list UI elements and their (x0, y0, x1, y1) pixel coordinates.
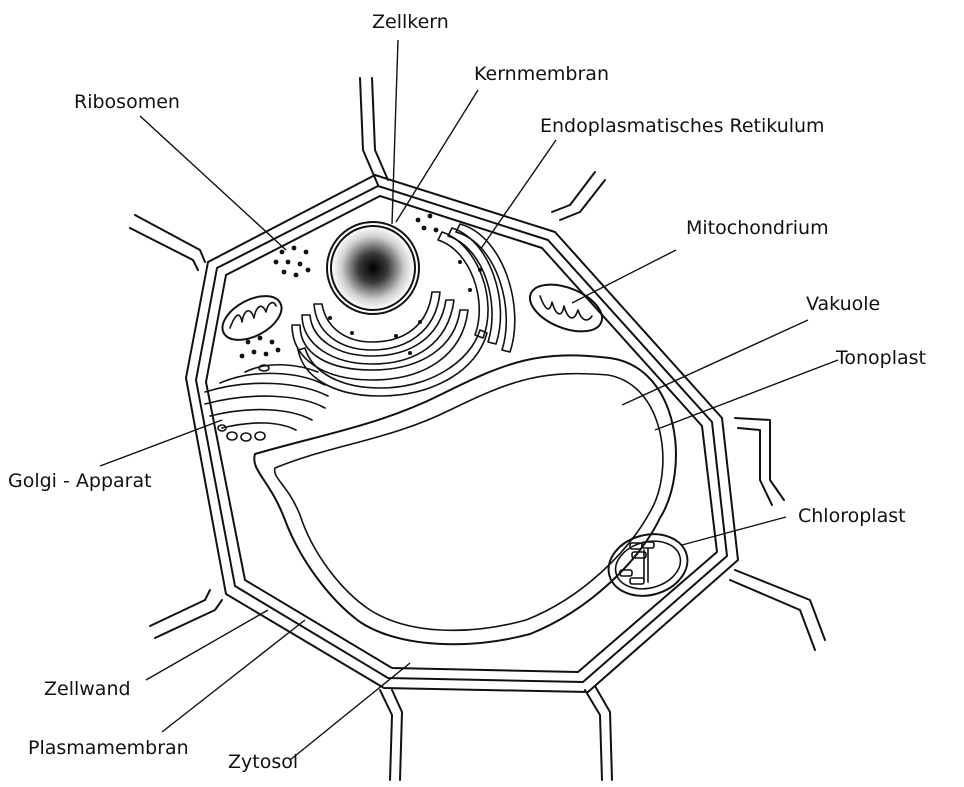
label-endoplasmatisches-retikulum: Endoplasmatisches Retikulum (540, 115, 825, 137)
nucleus (327, 222, 419, 314)
label-zytosol: Zytosol (228, 751, 298, 773)
label-mitochondrium: Mitochondrium (686, 217, 829, 239)
label-zellkern: Zellkern (372, 11, 449, 33)
leader-lines (100, 40, 838, 760)
tonoplast (275, 374, 663, 631)
label-tonoplast: Tonoplast (835, 347, 926, 369)
golgi-apparatus (205, 365, 328, 441)
label-zellwand: Zellwand (44, 678, 131, 700)
label-ribosomen: Ribosomen (74, 91, 180, 113)
label-chloroplast: Chloroplast (798, 505, 906, 527)
mitochondrium-left (215, 287, 288, 349)
label-kernmembran: Kernmembran (474, 63, 609, 85)
label-golgi-apparat: Golgi - Apparat (8, 470, 152, 492)
label-plasmamembran: Plasmamembran (28, 737, 189, 759)
vacuole (254, 355, 676, 644)
label-vakuole: Vakuole (806, 293, 880, 315)
labels: Zellkern Kernmembran Ribosomen Endoplasm… (8, 11, 926, 773)
